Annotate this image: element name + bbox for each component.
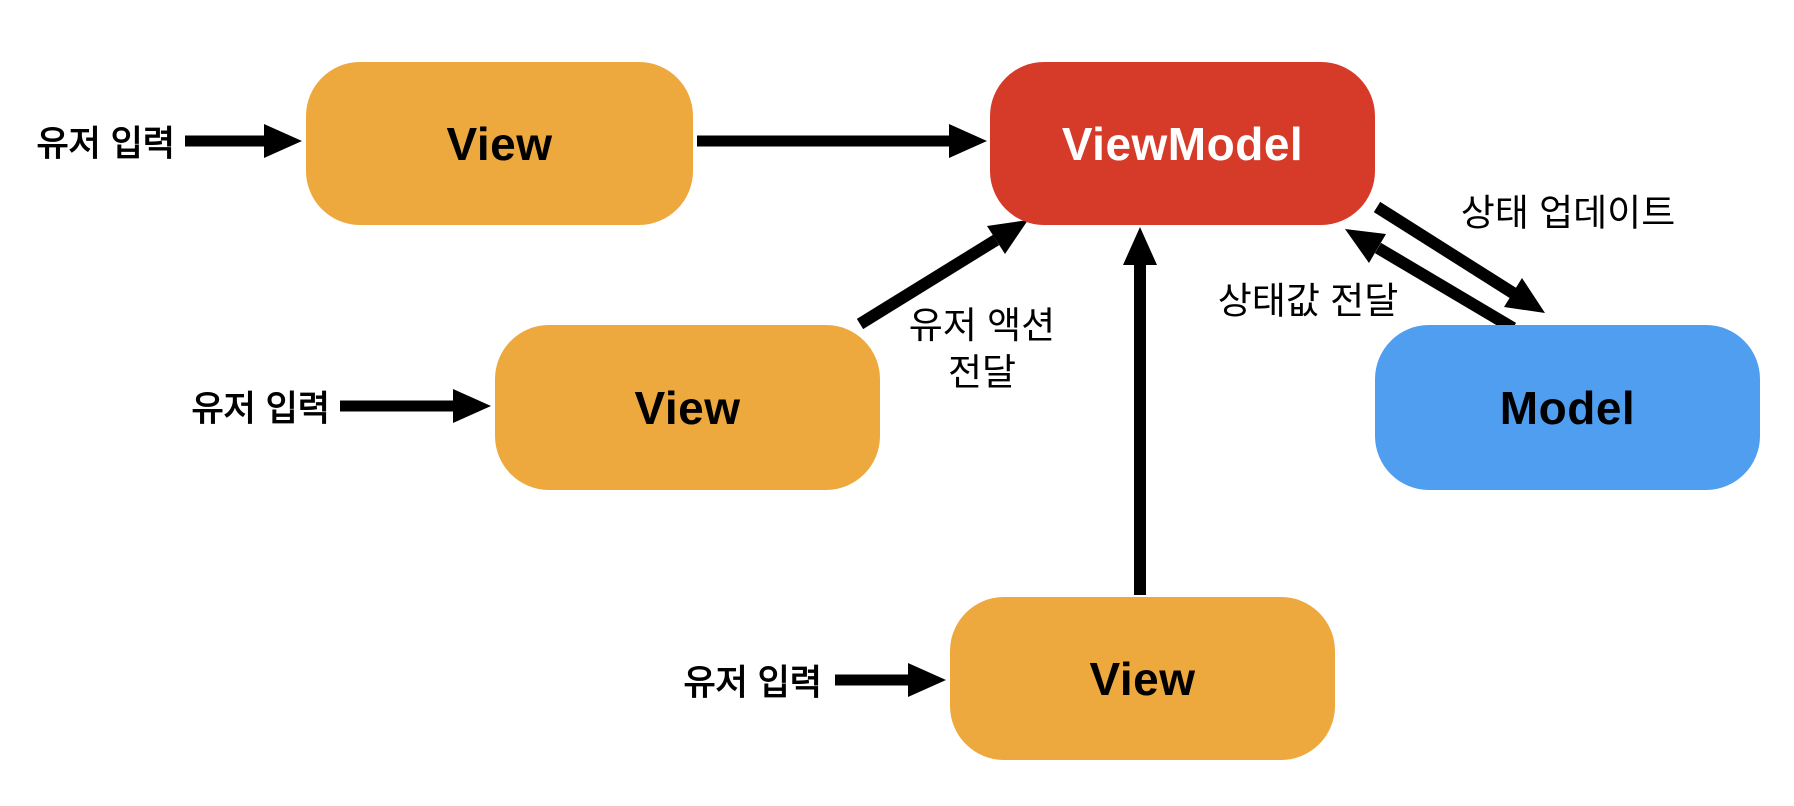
arrow-viewmodel-to-model <box>1373 201 1545 313</box>
arrow-view2-to-viewmodel <box>856 220 1028 330</box>
node-viewmodel-label: ViewModel <box>1061 117 1304 170</box>
arrow-user-input-to-view-1 <box>185 124 302 158</box>
arrow-view3-to-viewmodel <box>1123 227 1157 595</box>
label-user-action-delivery: 유저 액션 전달 <box>908 305 1056 393</box>
label-user-input-2: 유저 입력 <box>191 389 330 429</box>
node-view-1: View <box>306 62 693 225</box>
arrow-view1-to-viewmodel <box>697 124 987 158</box>
node-view-3: View <box>950 597 1335 760</box>
label-state-update: 상태 업데이트 <box>1460 192 1676 234</box>
arrow-user-input-to-view-2 <box>340 389 491 423</box>
label-state-value-delivery: 상태값 전달 <box>1217 280 1399 322</box>
node-model: Model <box>1375 325 1760 490</box>
node-view-2-label: View <box>634 381 741 434</box>
node-view-1-label: View <box>446 117 553 170</box>
node-viewmodel: ViewModel <box>990 62 1375 225</box>
label-user-input-1: 유저 입력 <box>36 124 175 164</box>
node-view-3-label: View <box>1089 652 1196 705</box>
arrow-model-to-viewmodel <box>1345 229 1517 334</box>
label-user-input-3: 유저 입력 <box>683 663 822 703</box>
arrow-user-input-to-view-3 <box>835 663 946 697</box>
node-model-label: Model <box>1499 381 1636 434</box>
node-view-2: View <box>495 325 880 490</box>
